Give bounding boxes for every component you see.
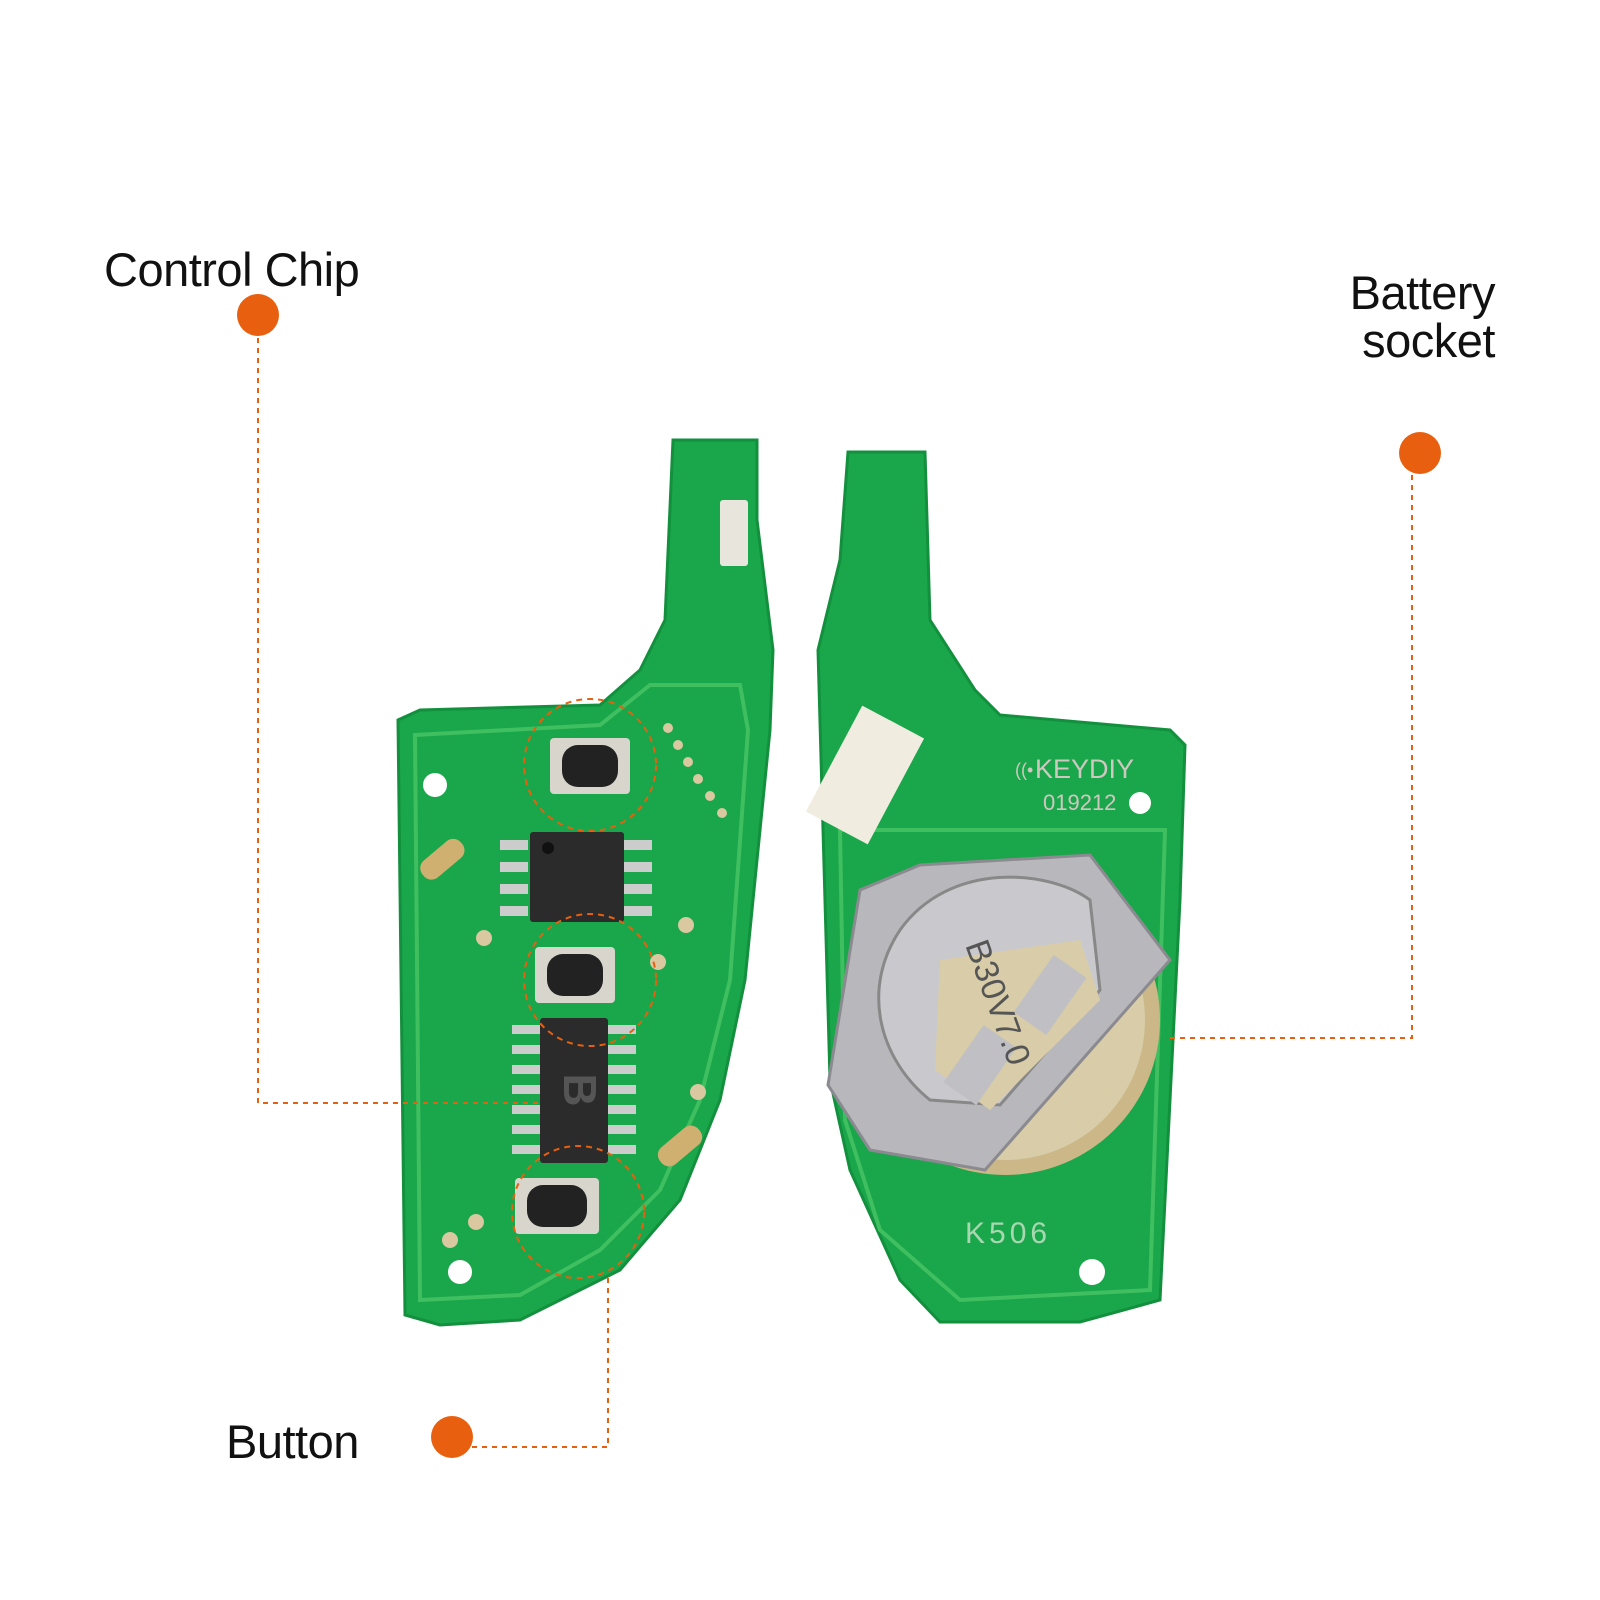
control-chip-main: B xyxy=(512,1018,636,1163)
chip-letter: B xyxy=(554,1073,606,1106)
leader-lines xyxy=(257,338,1413,1448)
highlight-circles xyxy=(511,698,657,1279)
led xyxy=(720,500,748,566)
connector xyxy=(805,705,925,845)
battery-socket-label-line2: socket xyxy=(1362,314,1495,367)
button-label: Button xyxy=(226,1415,359,1468)
wireless-icon: ((• xyxy=(1015,760,1033,780)
control-chip-marker xyxy=(237,294,279,336)
tactile-button xyxy=(535,947,615,1003)
serial-marking: 019212 xyxy=(1043,790,1116,815)
model-marking: K506 xyxy=(965,1217,1051,1250)
battery-socket-marker xyxy=(1399,432,1441,474)
battery-socket-label-line1: Battery xyxy=(1349,266,1496,319)
control-chip-small xyxy=(500,832,652,922)
tactile-button xyxy=(515,1178,599,1234)
button-marker xyxy=(431,1416,473,1458)
battery-socket: B30V7.0 xyxy=(826,853,1172,1175)
pcb-back-board: B30V7.0 KEYDIY ((• 019212 K506 xyxy=(805,450,1187,1324)
pcb-front-board: B xyxy=(396,438,775,1327)
tactile-button xyxy=(550,738,630,794)
control-chip-label: Control Chip xyxy=(104,243,360,296)
brand-marking: KEYDIY xyxy=(1035,754,1134,784)
battery-socket-label: Battery socket xyxy=(1349,266,1496,367)
